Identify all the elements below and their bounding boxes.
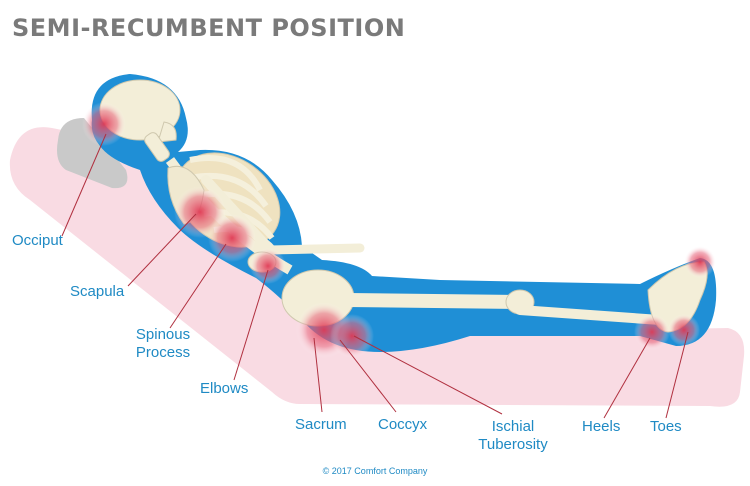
- label-spinous-line1: Spinous: [135, 326, 191, 343]
- pressure-heel: [634, 314, 670, 350]
- pressure-points: [82, 102, 716, 358]
- leader-spinous: [169, 243, 227, 329]
- pillow: [57, 118, 128, 189]
- pressure-occiput: [82, 102, 126, 146]
- body-outline: [91, 74, 717, 352]
- pressure-spinous: [208, 214, 256, 262]
- label-sacrum: Sacrum: [295, 416, 347, 433]
- leader-sacrum: [313, 337, 323, 413]
- pressure-coccyx: [330, 314, 374, 358]
- label-heels: Heels: [582, 418, 621, 435]
- leader-heels: [603, 337, 651, 419]
- leader-lines: [61, 133, 689, 419]
- bed-surface: [9, 127, 745, 407]
- label-occiput: Occiput: [12, 232, 63, 249]
- label-spinous-line2: Process: [135, 344, 191, 361]
- pressure-elbow: [250, 248, 286, 284]
- leader-coccyx: [339, 339, 397, 413]
- leader-occiput: [61, 133, 107, 237]
- label-elbows: Elbows: [200, 380, 249, 397]
- label-ischial-tuberosity: Ischial Tuberosity: [466, 418, 560, 454]
- copyright-text: © 2017 Comfort Company: [322, 466, 428, 476]
- label-spinous-process: Spinous Process: [128, 326, 198, 362]
- pressure-toes-2: [668, 314, 700, 346]
- label-toes: Toes: [650, 418, 682, 435]
- label-coccyx: Coccyx: [378, 416, 428, 433]
- page-title: SEMI-RECUMBENT POSITION: [12, 14, 406, 42]
- label-scapula: Scapula: [70, 283, 125, 300]
- label-ischial-line1: Ischial: [491, 418, 535, 435]
- leader-scapula: [127, 213, 197, 287]
- leader-toes: [665, 331, 689, 419]
- pressure-toes: [684, 246, 716, 278]
- leader-elbows: [233, 269, 269, 381]
- leader-ischial: [353, 335, 503, 415]
- label-ischial-line2: Tuberosity: [478, 436, 548, 453]
